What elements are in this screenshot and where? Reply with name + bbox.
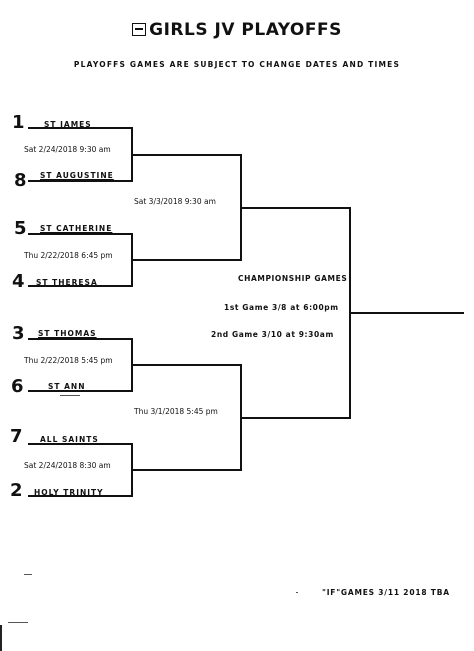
game-date: Sat 3/3/2018 9:30 am [134, 197, 216, 206]
champion-line [349, 312, 464, 314]
championship-game-1: 1st Game 3/8 at 6:00pm [224, 303, 339, 312]
scan-mark [24, 574, 32, 575]
bracket-line [28, 495, 132, 497]
scan-edge [0, 625, 2, 651]
scan-mark [60, 395, 80, 396]
game-date: Sat 2/24/2018 8:30 am [24, 461, 111, 470]
championship-heading: CHAMPIONSHIP GAMES [238, 274, 348, 283]
team-name: ST AUGUSTINE [40, 171, 114, 180]
school-logo-icon [132, 23, 147, 36]
bracket-line [240, 207, 350, 209]
bracket-line [28, 180, 132, 182]
team-name: ST JAMES [44, 120, 92, 129]
page-title: GIRLS JV PLAYOFFS [0, 20, 474, 40]
seed-number: 6 [11, 376, 24, 397]
team-name: ST ANN [48, 382, 86, 391]
bracket-line [131, 364, 241, 366]
game-date: Sat 2/24/2018 9:30 am [24, 145, 111, 154]
team-name: ST CATHERINE [40, 224, 113, 233]
bracket-line [28, 443, 132, 445]
title-text: GIRLS JV PLAYOFFS [149, 20, 342, 40]
bracket-line [28, 233, 132, 235]
bracket-line [28, 285, 132, 287]
seed-number: 2 [10, 480, 23, 501]
seed-number: 1 [12, 112, 25, 133]
bracket-line [28, 390, 132, 392]
seed-number: 5 [14, 218, 27, 239]
seed-number: 8 [14, 170, 27, 191]
bracket-line [131, 469, 241, 471]
team-name: ALL SAINTS [40, 435, 99, 444]
seed-number: 4 [12, 271, 25, 292]
scan-mark [8, 622, 28, 623]
bracket-line [131, 259, 241, 261]
if-games-note: "IF"GAMES 3/11 2018 TBA [322, 588, 450, 597]
game-date: Thu 2/22/2018 5:45 pm [24, 356, 113, 365]
team-name: ST THOMAS [38, 329, 97, 338]
team-name: HOLY TRINITY [34, 488, 104, 497]
schedule-notice: PLAYOFFS GAMES ARE SUBJECT TO CHANGE DAT… [73, 60, 401, 69]
bracket-line [28, 338, 132, 340]
championship-game-2: 2nd Game 3/10 at 9:30am [211, 330, 334, 339]
bracket-line [131, 154, 241, 156]
bracket-line [240, 417, 350, 419]
bracket-line [28, 127, 132, 129]
scan-mark [296, 592, 298, 593]
seed-number: 7 [10, 426, 23, 447]
game-date: Thu 3/1/2018 5:45 pm [134, 407, 218, 416]
team-name: ST THERESA [36, 278, 98, 287]
seed-number: 3 [12, 323, 25, 344]
game-date: Thu 2/22/2018 6:45 pm [24, 251, 113, 260]
